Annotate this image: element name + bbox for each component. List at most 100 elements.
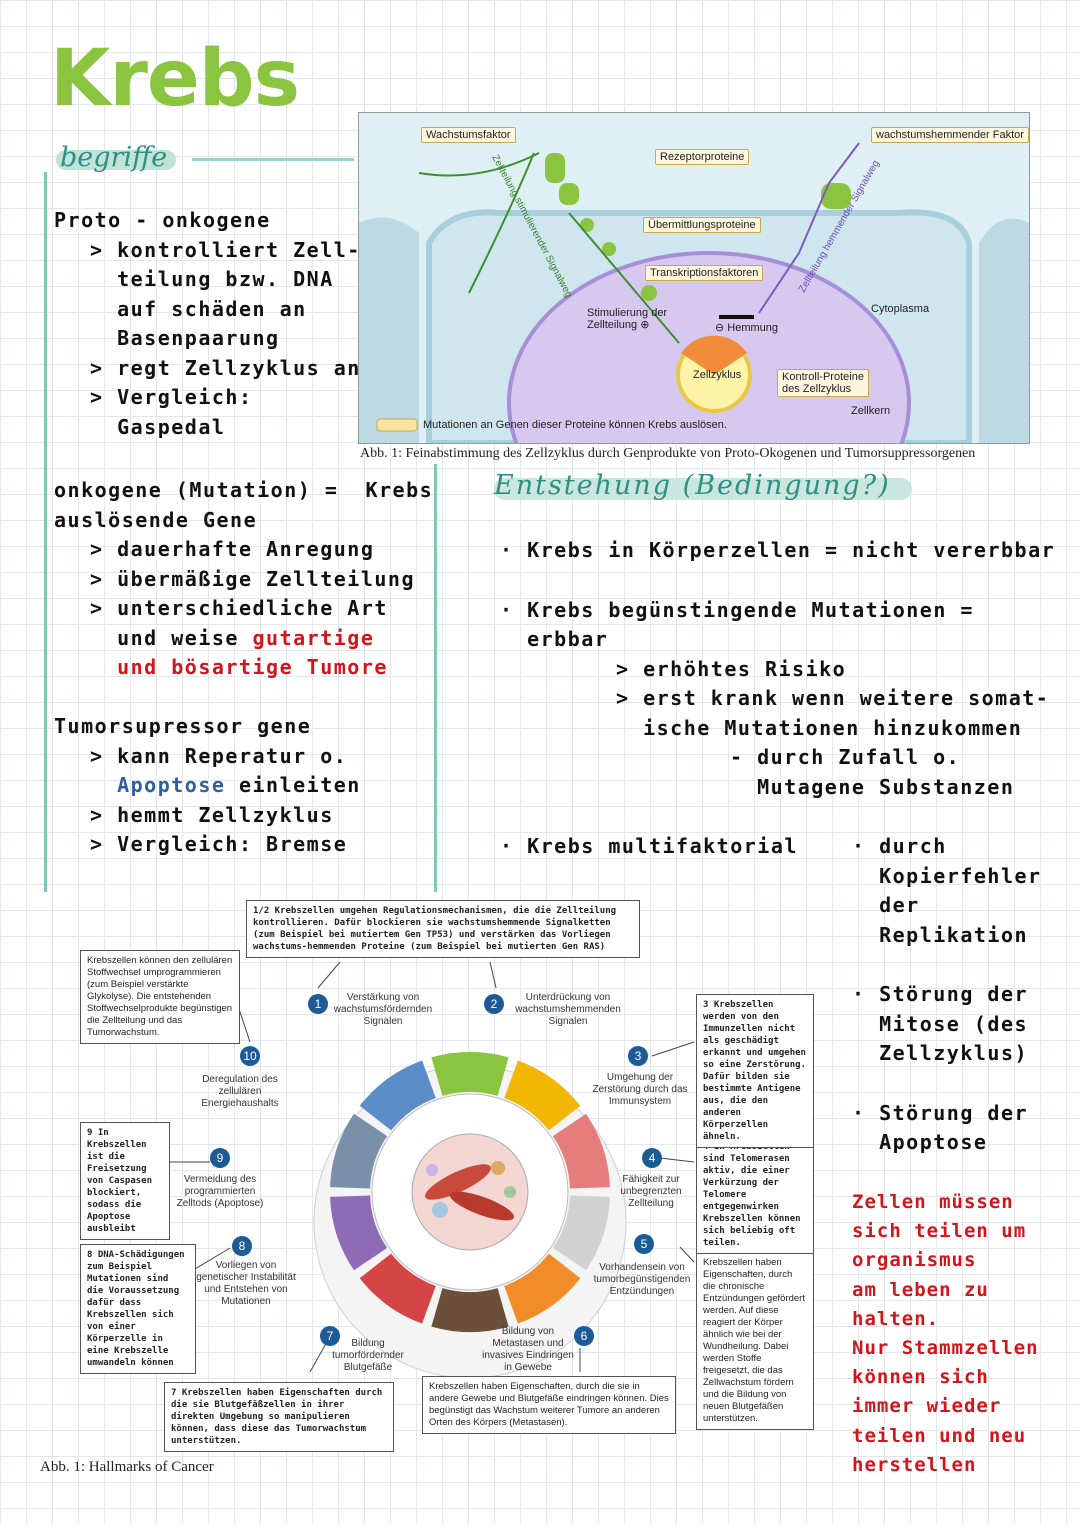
hallmark-number-1: 1 (308, 994, 328, 1014)
proto-onkogene-heading: Proto - onkogene (54, 208, 271, 232)
proto-line-2: teilung bzw. DNA (90, 267, 334, 291)
tumorsupressor-line-1: > kann Reperatur o. (90, 743, 348, 768)
proto-line-5: > regt Zellzyklus an (90, 355, 361, 380)
red-note-line-6: Nur Stammzellen (852, 1337, 1039, 1360)
section-begriffe-heading: begriffe (60, 142, 168, 173)
onkogene-gutartige: gutartige (252, 625, 375, 650)
hallmark-box-10: Krebszellen können den zellulären Stoffw… (80, 950, 240, 1044)
onkogene-line-4: und weise gutartige (90, 624, 433, 654)
mf-3-line-1: · Störung der (852, 1100, 1029, 1125)
entstehung-bullet-2d: > erst krank wenn weitere somat- (616, 686, 1050, 710)
hallmark-number-8: 8 (232, 1236, 252, 1256)
label-transkriptionsfaktoren: Transkriptionsfaktoren (645, 265, 764, 281)
mf-1-line-2: Kopierfehler (852, 863, 1042, 888)
proto-onkogene-block: Proto - onkogene > kontrolliert Zell- te… (54, 206, 361, 442)
entstehung-bullet-2c: > erhöhtes Risiko (616, 656, 847, 681)
red-note-line-2: sich teilen um (852, 1220, 1027, 1243)
hallmark-number-2: 2 (484, 994, 504, 1014)
tumorsupressor-line-3: > hemmt Zellzyklus (90, 802, 334, 827)
hallmark-box-3: 3 Krebszellen werden von den Immunzellen… (696, 994, 814, 1148)
hallmark-number-10: 10 (240, 1046, 260, 1066)
tumorsupressor-line-2: Apoptose einleiten (90, 771, 361, 801)
red-note-line-7: können sich (852, 1366, 989, 1389)
apoptose-term: Apoptose (117, 773, 226, 797)
proto-line-1: > kontrolliert Zell- (90, 237, 361, 262)
box3-text: 3 Krebszellen werden von den Immunzellen… (703, 1000, 806, 1142)
einleiten-text: einleiten (225, 773, 361, 797)
entstehung-bullet-2e: ische Mutationen hinzukommen (616, 715, 1023, 740)
hallmark-label-3: Umgehung der Zerstörung durch das Immuns… (592, 1072, 688, 1107)
proto-line-3: auf schäden an (90, 296, 307, 321)
onkogene-heading-2: auslösende Gene (54, 507, 258, 532)
label-mutationen: Mutationen an Genen dieser Proteine könn… (423, 419, 727, 431)
tumorsupressor-block: Tumorsupressor gene > kann Reperatur o. … (54, 712, 361, 860)
label-kontroll-proteine: Kontroll-Proteine des Zellzyklus (777, 369, 869, 397)
label-wachstumsfaktor: Wachstumsfaktor (421, 127, 516, 143)
top-note-text: 1/2 Krebszellen umgehen Regulationsmecha… (253, 906, 617, 952)
hallmark-label-4: Fähigkeit zur unbegrenzten Zellteilung (620, 1174, 682, 1209)
hallmark-label-6: Bildung von Metastasen und invasives Ein… (482, 1326, 574, 1373)
hallmark-segment-1 (431, 1052, 509, 1096)
hallmark-number-6: 6 (574, 1326, 594, 1346)
red-note-line-4: am leben zu (852, 1278, 989, 1301)
red-note-line-5: halten. (852, 1307, 940, 1330)
hallmark-number-3: 3 (628, 1046, 648, 1066)
label-uebermittlungsproteine: Übermittlungsproteine (643, 217, 761, 233)
hallmark-box-8: 8 DNA-Schädigungen zum Beispiel Mutation… (80, 1244, 196, 1374)
multifaktorial-item-3: · Störung der Apoptose (852, 1099, 1042, 1158)
page-title: Krebs (50, 34, 300, 124)
hallmark-number-7: 7 (320, 1326, 340, 1346)
proto-line-7: Gaspedal (90, 414, 226, 439)
entstehung-highlight (494, 478, 912, 500)
red-note-line-1: Zellen müssen (852, 1191, 1014, 1213)
hallmark-segment-2 (504, 1060, 581, 1131)
entstehung-bullet-2b: erbbar (500, 627, 609, 651)
mf-2-line-1: · Störung der (852, 982, 1029, 1006)
hallmark-label-7: Bildung tumorfördernder Blutgefäße (332, 1338, 404, 1373)
hallmark-label-1: Verstärkung von wachstumsfördernden Sign… (333, 992, 433, 1027)
red-note-line-9: teilen und neu (852, 1424, 1027, 1447)
hallmark-top-note: 1/2 Krebszellen umgehen Regulationsmecha… (246, 900, 640, 958)
hallmark-segment-9 (330, 1113, 388, 1189)
onkogene-line-5: und bösartige Tumore (90, 655, 388, 679)
hallmark-label-8: Vorliegen von genetischer Instabilität u… (196, 1260, 296, 1307)
label-stimulierung: Stimulierung der Zellteilung ⊕ (587, 307, 668, 331)
hallmarks-diagram (166, 961, 695, 1379)
hallmarks-ring (330, 1052, 610, 1332)
mf-1-line-3: der (852, 893, 920, 917)
multifaktorial-item-1: · durch Kopierfehler der Replikation (852, 832, 1042, 950)
figure-hallmarks: 1/2 Krebszellen umgehen Regulationsmecha… (40, 892, 840, 1462)
hallmark-label-5: Vorhandensein von tumorbegünstigenden En… (593, 1262, 691, 1297)
mf-2-line-2: Mitose (des (852, 1011, 1029, 1036)
entstehung-bullet-2g: Mutagene Substanzen (730, 774, 1015, 799)
entstehung-bullet-2f: - durch Zufall o. (730, 745, 961, 769)
red-note-line-8: immer wieder (852, 1395, 1002, 1418)
section-entstehung-heading: Entstehung (Bedingung?) (494, 470, 891, 501)
entstehung-bullet-3: · Krebs multifaktorial (500, 834, 798, 858)
tumorsupressor-heading: Tumorsupressor gene (54, 714, 312, 738)
hallmark-segment-8 (330, 1195, 388, 1271)
hallmark-segment-5 (504, 1253, 581, 1324)
hallmark-box-9: 9 In Krebszellen ist die Freisetzung von… (80, 1122, 170, 1240)
mf-3-line-2: Apoptose (852, 1130, 988, 1154)
label-zellkern: Zellkern (851, 405, 891, 417)
label-zellzyklus: Zellzyklus (693, 369, 742, 381)
entstehung-block: · Krebs in Körperzellen = nicht vererbba… (500, 536, 1055, 862)
label-cytoplasma: Cytoplasma (871, 303, 930, 315)
mf-1-line-4: Replikation (852, 922, 1029, 947)
label-rezeptorproteine: Rezeptorproteine (655, 149, 750, 165)
proto-line-6: > Vergleich: (90, 385, 253, 409)
figure-zellzyklus: Wachstumsfaktor wachstumshemmender Fakto… (358, 112, 1030, 444)
hallmark-segment-7 (359, 1253, 436, 1324)
hallmark-label-2: Unterdrückung von wachstumshemmenden Sig… (515, 992, 621, 1027)
box8-text: 8 DNA-Schädigungen zum Beispiel Mutation… (87, 1250, 185, 1368)
hallmark-label-9: Vermeidung des programmierten Zelltods (… (176, 1174, 264, 1209)
box4-text: 4 In Krebszellen sind Telomerasen aktiv,… (703, 1142, 801, 1248)
hallmark-segment-3 (552, 1113, 610, 1189)
entstehung-bullet-2a: · Krebs begünstingende Mutationen = (500, 597, 974, 622)
label-hemmender-faktor: wachstumshemmender Faktor (871, 127, 1029, 143)
hallmark-box-6: Krebszellen haben Eigenschaften, durch d… (422, 1376, 676, 1434)
onkogene-line-2: > übermäßige Zellteilung (90, 566, 415, 591)
tumorsupressor-line-4: > Vergleich: Bremse (90, 832, 348, 856)
mf-1-line-1: · durch (852, 834, 947, 858)
